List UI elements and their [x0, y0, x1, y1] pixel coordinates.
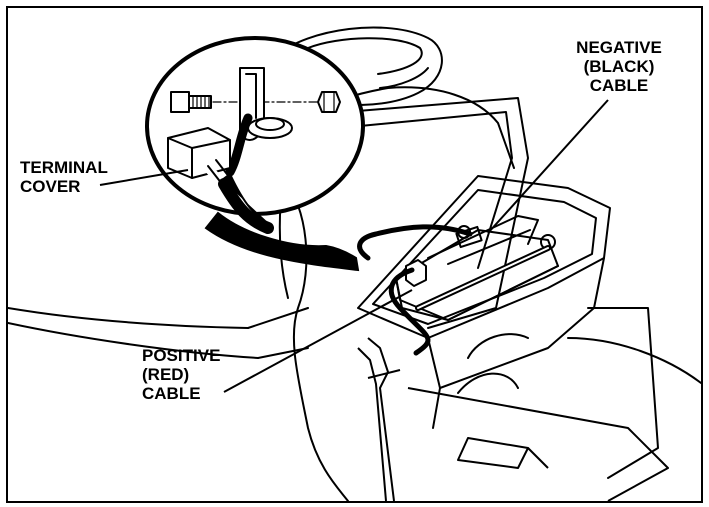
terminal-label-line-2: COVER — [20, 177, 81, 196]
positive-cable-label: POSITIVE (RED) CABLE — [142, 346, 220, 403]
negative-label-line-3: CABLE — [589, 76, 649, 95]
battery-tray — [357, 175, 701, 479]
leader-lines — [99, 99, 609, 393]
negative-cable — [357, 224, 473, 261]
illustration-frame: NEGATIVE (BLACK) CABLE TERMINAL COVER PO… — [6, 6, 703, 503]
positive-label-line-1: POSITIVE — [142, 346, 221, 365]
terminal-leader — [99, 169, 189, 186]
terminal-cover-label: TERMINAL COVER — [20, 158, 108, 196]
negative-label-line-1: NEGATIVE — [576, 38, 662, 57]
battery-cables — [357, 224, 551, 356]
nut-icon — [317, 91, 341, 113]
negative-label-line-2: (BLACK) — [583, 57, 655, 76]
battery-illustration — [8, 26, 701, 501]
terminal-label-line-1: TERMINAL — [20, 158, 108, 177]
negative-leader — [487, 99, 609, 234]
terminal-cover — [405, 259, 427, 287]
positive-leader — [223, 289, 413, 393]
steering-column — [357, 337, 669, 501]
positive-label-line-2: (RED) — [142, 365, 190, 384]
positive-cable — [388, 267, 431, 356]
bolt-icon — [170, 91, 212, 113]
steering-wheel — [275, 26, 443, 106]
detail-callout — [145, 36, 365, 272]
negative-cable-label: NEGATIVE (BLACK) CABLE — [559, 38, 679, 95]
positive-label-line-3: CABLE — [142, 384, 201, 403]
